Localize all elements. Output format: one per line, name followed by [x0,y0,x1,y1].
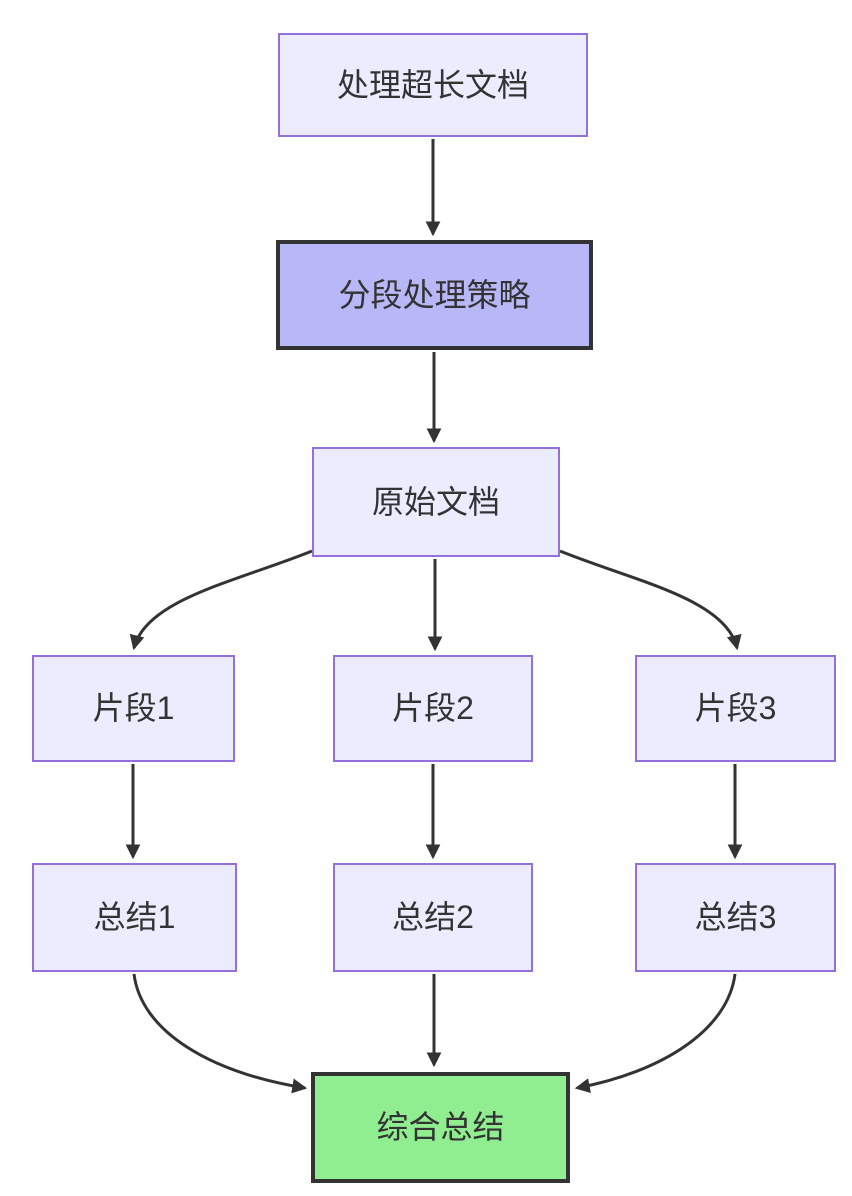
node-summary-2: 总结2 [333,863,533,972]
node-original-document: 原始文档 [312,447,560,557]
node-summary-1-label: 总结1 [93,899,176,936]
edge-sum3-to-final [574,973,737,1094]
node-summary-1: 总结1 [32,863,237,972]
node-chunk-3: 片段3 [635,655,836,762]
node-summary-2-label: 总结2 [392,899,474,936]
node-summary-3-label: 总结3 [694,899,777,936]
edge-doc-to-chunk3 [559,549,742,651]
node-combined-summary: 综合总结 [311,1072,570,1183]
node-process-long-document: 处理超长文档 [278,33,588,137]
node-chunk-2-label: 片段2 [392,690,474,727]
edge-doc-to-chunk1 [129,549,313,651]
node-process-long-document-label: 处理超长文档 [336,66,529,103]
edge-sum1-to-final [132,973,308,1094]
node-combined-summary-label: 综合总结 [376,1109,505,1146]
node-chunk-2: 片段2 [333,655,533,762]
node-segmentation-strategy: 分段处理策略 [276,240,593,350]
node-chunk-1: 片段1 [32,655,235,762]
node-summary-3: 总结3 [635,863,836,972]
node-chunk-1-label: 片段1 [92,690,175,727]
node-original-document-label: 原始文档 [371,483,500,520]
node-segmentation-strategy-label: 分段处理策略 [338,276,531,313]
node-chunk-3-label: 片段3 [694,690,777,727]
